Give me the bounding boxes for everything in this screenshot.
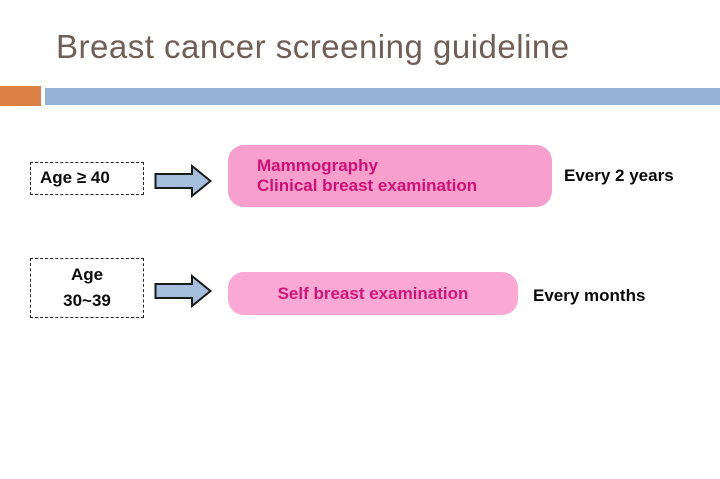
recommendation-box-over-40: Mammography Clinical breast examination [228, 145, 552, 207]
age-30-39-box: Age 30~39 [30, 258, 144, 318]
orange-accent-block [0, 86, 41, 106]
slide-title: Breast cancer screening guideline [56, 28, 570, 65]
recommendation-line: Mammography [257, 156, 378, 175]
age-40-box: Age ≥ 40 [30, 162, 144, 195]
frequency-label-over-40: Every 2 years [564, 166, 674, 185]
age-40-label: Age ≥ 40 [40, 168, 110, 187]
age-range-line: 30~39 [63, 290, 111, 310]
blue-divider-bar [45, 88, 720, 105]
arrow-right-icon [154, 164, 213, 198]
recommendation-line: Self breast examination [277, 283, 469, 303]
age-label-line: Age [70, 265, 104, 285]
recommendation-line: Clinical breast examination [257, 176, 478, 195]
frequency-label-30-39: Every months [533, 286, 646, 305]
recommendation-box-30-39: Self breast examination [228, 272, 518, 315]
arrow-right-icon [154, 274, 213, 308]
